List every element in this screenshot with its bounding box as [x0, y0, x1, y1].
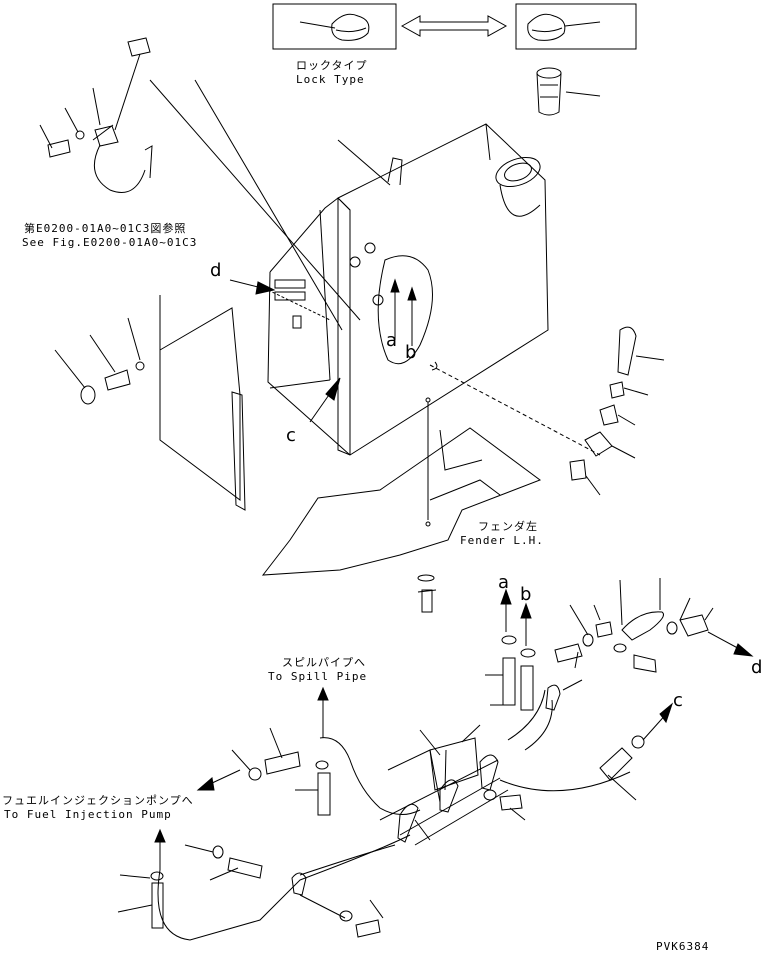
- see-fig-label-jp: 第E0200-01A0~01C3図参照: [24, 222, 187, 235]
- arrow-c-upper: [310, 378, 340, 422]
- fender-label-jp: フェンダ左: [478, 520, 538, 533]
- lock-type-cap-box-left: [273, 4, 396, 49]
- lock-type-label-jp: ロックタイプ: [296, 59, 368, 72]
- spill-pipe-label-en: To Spill Pipe: [268, 670, 368, 683]
- ref-b-lower: b: [520, 584, 532, 605]
- ref-a-upper: a: [386, 330, 398, 351]
- arrow-to-spill-pipe: [318, 688, 328, 738]
- pipe-tubes: [151, 612, 708, 937]
- leader-lines-upper: [195, 80, 342, 330]
- arrow-b-lower: [521, 604, 531, 646]
- arrow-to-injection-pump: [155, 770, 240, 870]
- arrow-d-lower: [708, 632, 752, 656]
- ref-d-upper: d: [210, 260, 222, 281]
- see-fig-label-en: See Fig.E0200-01A0~01C3: [22, 236, 198, 249]
- hose-fittings-right: [430, 327, 664, 495]
- arrow-c-lower: [643, 704, 672, 740]
- fender-label-en: Fender L.H.: [460, 534, 544, 547]
- ref-c-lower: c: [673, 690, 683, 711]
- side-cover-plate: [160, 295, 245, 510]
- spill-pipe-label-jp: スピルパイプへ: [282, 656, 366, 669]
- leader-lines-lower: [118, 578, 713, 918]
- injection-pump-label-jp: フュエルインジェクションポンプへ: [2, 794, 194, 807]
- fuel-level-gauge: [40, 38, 360, 320]
- lock-type-cap-box-right: [516, 4, 636, 49]
- double-arrow-icon: [402, 16, 506, 36]
- arrow-a-lower: [501, 590, 511, 632]
- ref-c-upper: c: [286, 425, 296, 446]
- ref-b-upper: b: [405, 342, 417, 363]
- arrow-d-upper: [230, 280, 274, 294]
- ref-d-lower: d: [751, 657, 762, 678]
- fuel-tank: [268, 124, 548, 455]
- drawing-code: PVK6384: [656, 940, 710, 953]
- bolts-left-cluster: [55, 318, 144, 404]
- fuel-pipe-assembly: [158, 685, 630, 940]
- fuel-strainer: [537, 68, 600, 115]
- arrows-ab-in-tank: [391, 280, 416, 346]
- lock-type-label-en: Lock Type: [296, 73, 365, 86]
- fender-lh: [263, 398, 540, 612]
- ref-a-lower: a: [498, 572, 510, 593]
- injection-pump-label-en: To Fuel Injection Pump: [4, 808, 172, 821]
